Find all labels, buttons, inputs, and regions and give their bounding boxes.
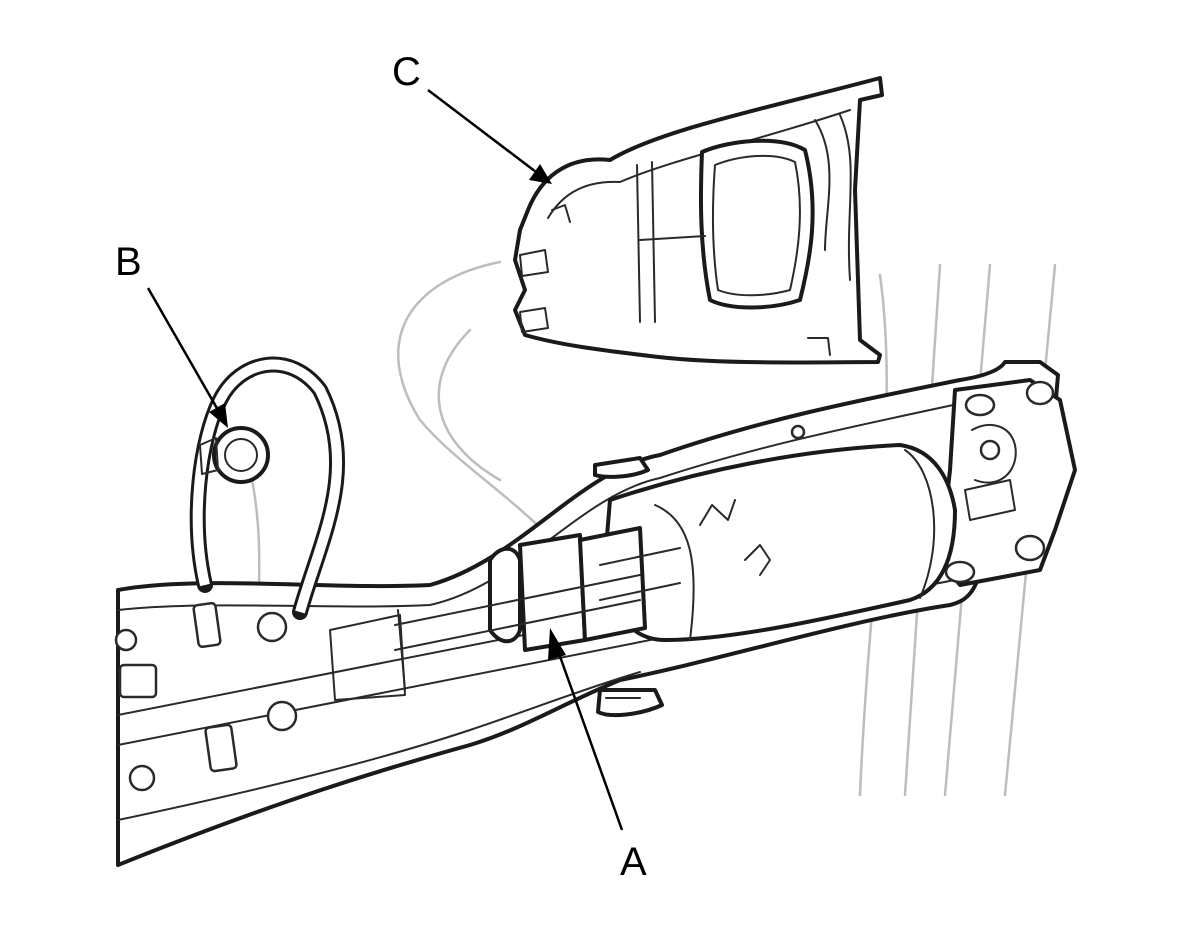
- callout-a-leader: [548, 628, 624, 831]
- wire-harness: [189, 356, 346, 620]
- callout-b-leader: [146, 287, 228, 428]
- cover-bracket: [513, 76, 884, 365]
- inflator-assembly: [329, 443, 957, 701]
- callout-label-b: B: [115, 240, 142, 284]
- callout-label-a: A: [620, 840, 647, 884]
- mounting-bracket: [938, 378, 1077, 587]
- callout-label-c: C: [392, 50, 421, 94]
- callout-c-leader: [427, 89, 552, 184]
